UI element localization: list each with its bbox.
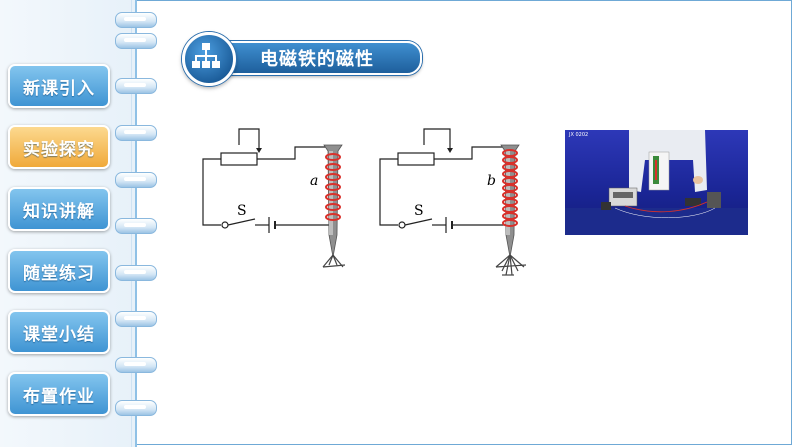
- binder-ring: [115, 357, 157, 373]
- binder-ring: [115, 33, 157, 49]
- coil-label: a: [310, 173, 318, 189]
- circuit-diagram-b: b S: [379, 128, 527, 276]
- binder-ring: [115, 12, 157, 28]
- binder-ring: [115, 265, 157, 281]
- coil-winding: [502, 149, 518, 227]
- binder-ring: [115, 172, 157, 188]
- switch-contact: [398, 221, 406, 229]
- nav-item-homework[interactable]: 布置作业: [8, 372, 110, 416]
- nav-item-intro[interactable]: 新课引入: [8, 64, 110, 108]
- coil-winding: [325, 153, 341, 221]
- binder-ring: [115, 311, 157, 327]
- binder-ring: [115, 125, 157, 141]
- attracted-pins: [322, 254, 346, 268]
- page-title: 电磁铁的磁性: [260, 49, 374, 70]
- title-pill: [202, 41, 422, 75]
- lab-scene: [565, 130, 748, 235]
- switch-label: S: [237, 203, 247, 219]
- nav-item-summary[interactable]: 课堂小结: [8, 310, 110, 354]
- experiment-video[interactable]: JX 0202: [565, 130, 748, 235]
- attracted-pins: [495, 254, 527, 276]
- video-caption: JX 0202: [569, 132, 589, 138]
- binder-ring: [115, 218, 157, 234]
- section-title: 电磁铁的磁性: [180, 30, 422, 86]
- nav-item-knowledge[interactable]: 知识讲解: [8, 187, 110, 231]
- coil-label: b: [487, 173, 496, 189]
- switch-label: S: [414, 203, 424, 219]
- binder-ring: [115, 400, 157, 416]
- circuit-diagram-a: a S: [202, 128, 346, 268]
- nav-item-experiment[interactable]: 实验探究: [8, 125, 110, 169]
- title-icon-circle: [182, 32, 236, 86]
- binder-ring: [115, 78, 157, 94]
- hierarchy-icon: [192, 43, 220, 68]
- switch-contact: [221, 221, 229, 229]
- nav-item-practice[interactable]: 随堂练习: [8, 249, 110, 293]
